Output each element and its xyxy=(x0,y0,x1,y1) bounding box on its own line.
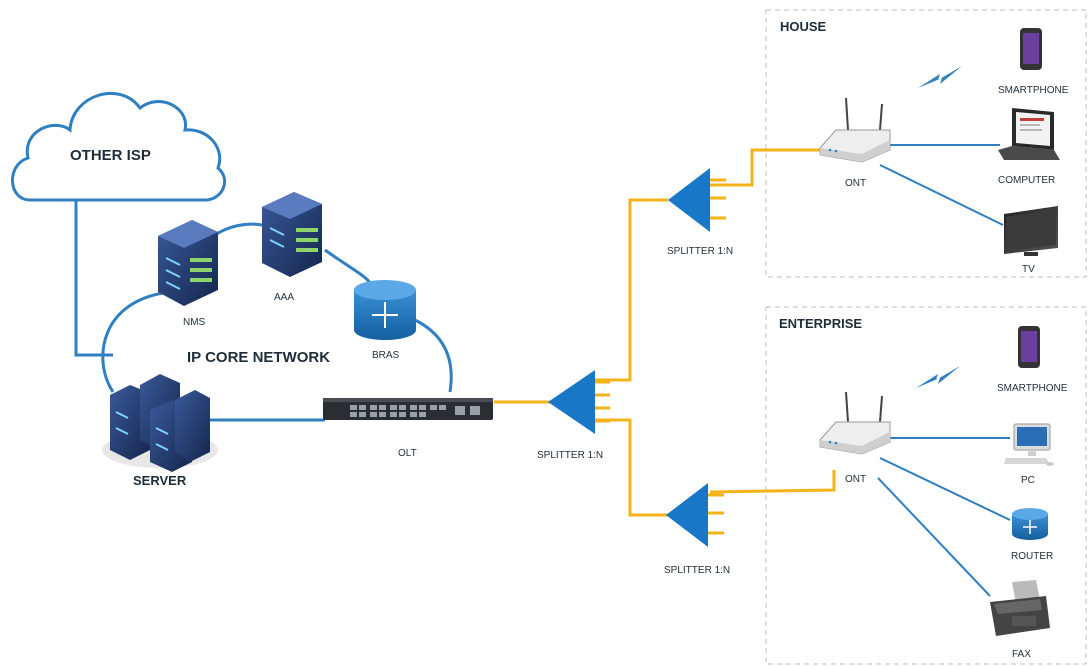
house-splitter[interactable]: SPLITTER 1:N xyxy=(667,168,733,257)
nms-device[interactable]: NMS xyxy=(158,220,218,328)
cloud-icon xyxy=(11,91,227,202)
olt-device[interactable]: OLT xyxy=(323,398,493,459)
house-tv-label: TV xyxy=(1022,264,1035,275)
switch-icon xyxy=(323,398,493,420)
enterprise-smartphone[interactable]: SMARTPHONE xyxy=(997,326,1068,394)
house-tv[interactable]: TV xyxy=(1004,206,1058,275)
server-cluster-icon xyxy=(102,374,218,472)
other-isp-cloud[interactable]: OTHER ISP xyxy=(11,91,227,202)
enterprise-fax[interactable]: FAX xyxy=(990,580,1050,660)
wifi-router-icon xyxy=(819,97,891,163)
enterprise-router-label: ROUTER xyxy=(1011,551,1053,562)
enterprise-zone: ENTERPRISE xyxy=(765,306,1087,665)
smartphone-icon xyxy=(1020,28,1042,70)
enterprise-router[interactable]: ROUTER xyxy=(1011,508,1053,562)
splitter-icon xyxy=(668,168,726,232)
enterprise-pc[interactable]: PC xyxy=(1004,423,1054,486)
house-title: HOUSE xyxy=(780,19,827,34)
enterprise-ont-label: ONT xyxy=(845,474,866,485)
fax-icon xyxy=(990,580,1050,636)
bras-device[interactable]: BRAS xyxy=(354,280,416,361)
enterprise-smartphone-label: SMARTPHONE xyxy=(997,383,1068,394)
house-smartphone[interactable]: SMARTPHONE xyxy=(998,28,1069,96)
house-splitter-label: SPLITTER 1:N xyxy=(667,246,733,257)
server-label: SERVER xyxy=(133,473,187,488)
nms-label: NMS xyxy=(183,317,206,328)
router-icon xyxy=(354,280,416,340)
server-rack-icon xyxy=(158,220,218,306)
wireless-signal-icon xyxy=(916,366,960,388)
main-splitter-label: SPLITTER 1:N xyxy=(537,450,603,461)
ip-core-label: IP CORE NETWORK xyxy=(187,349,330,366)
aaa-label: AAA xyxy=(274,292,294,303)
fiber-links xyxy=(494,148,836,517)
router-icon xyxy=(1012,508,1048,540)
enterprise-pc-label: PC xyxy=(1021,475,1035,486)
laptop-icon xyxy=(998,108,1060,160)
enterprise-ont[interactable]: ONT xyxy=(819,391,891,485)
house-smartphone-label: SMARTPHONE xyxy=(998,85,1069,96)
other-isp-label: OTHER ISP xyxy=(70,147,151,164)
splitter-icon xyxy=(548,370,610,434)
desktop-pc-icon xyxy=(1004,423,1054,466)
aaa-device[interactable]: AAA xyxy=(262,192,322,303)
wifi-router-icon xyxy=(819,391,891,455)
smartphone-icon xyxy=(1018,326,1040,368)
wireless-signal-icon xyxy=(918,66,962,88)
house-links xyxy=(879,144,1004,226)
enterprise-links xyxy=(877,437,1011,597)
tv-icon xyxy=(1004,206,1058,256)
splitter-icon xyxy=(666,483,724,547)
enterprise-fax-label: FAX xyxy=(1012,649,1031,660)
main-splitter[interactable]: SPLITTER 1:N xyxy=(537,370,610,461)
house-computer[interactable]: COMPUTER xyxy=(998,108,1060,186)
house-zone: HOUSE xyxy=(765,9,1087,278)
server-device[interactable]: SERVER xyxy=(102,374,218,488)
server-rack-icon xyxy=(262,192,322,277)
enterprise-title: ENTERPRISE xyxy=(779,316,862,331)
bras-label: BRAS xyxy=(372,350,400,361)
house-ont-label: ONT xyxy=(845,178,866,189)
house-ont[interactable]: ONT xyxy=(819,97,891,189)
house-computer-label: COMPUTER xyxy=(998,175,1055,186)
enterprise-splitter[interactable]: SPLITTER 1:N xyxy=(664,483,730,576)
enterprise-splitter-label: SPLITTER 1:N xyxy=(664,565,730,576)
olt-label: OLT xyxy=(398,448,417,459)
